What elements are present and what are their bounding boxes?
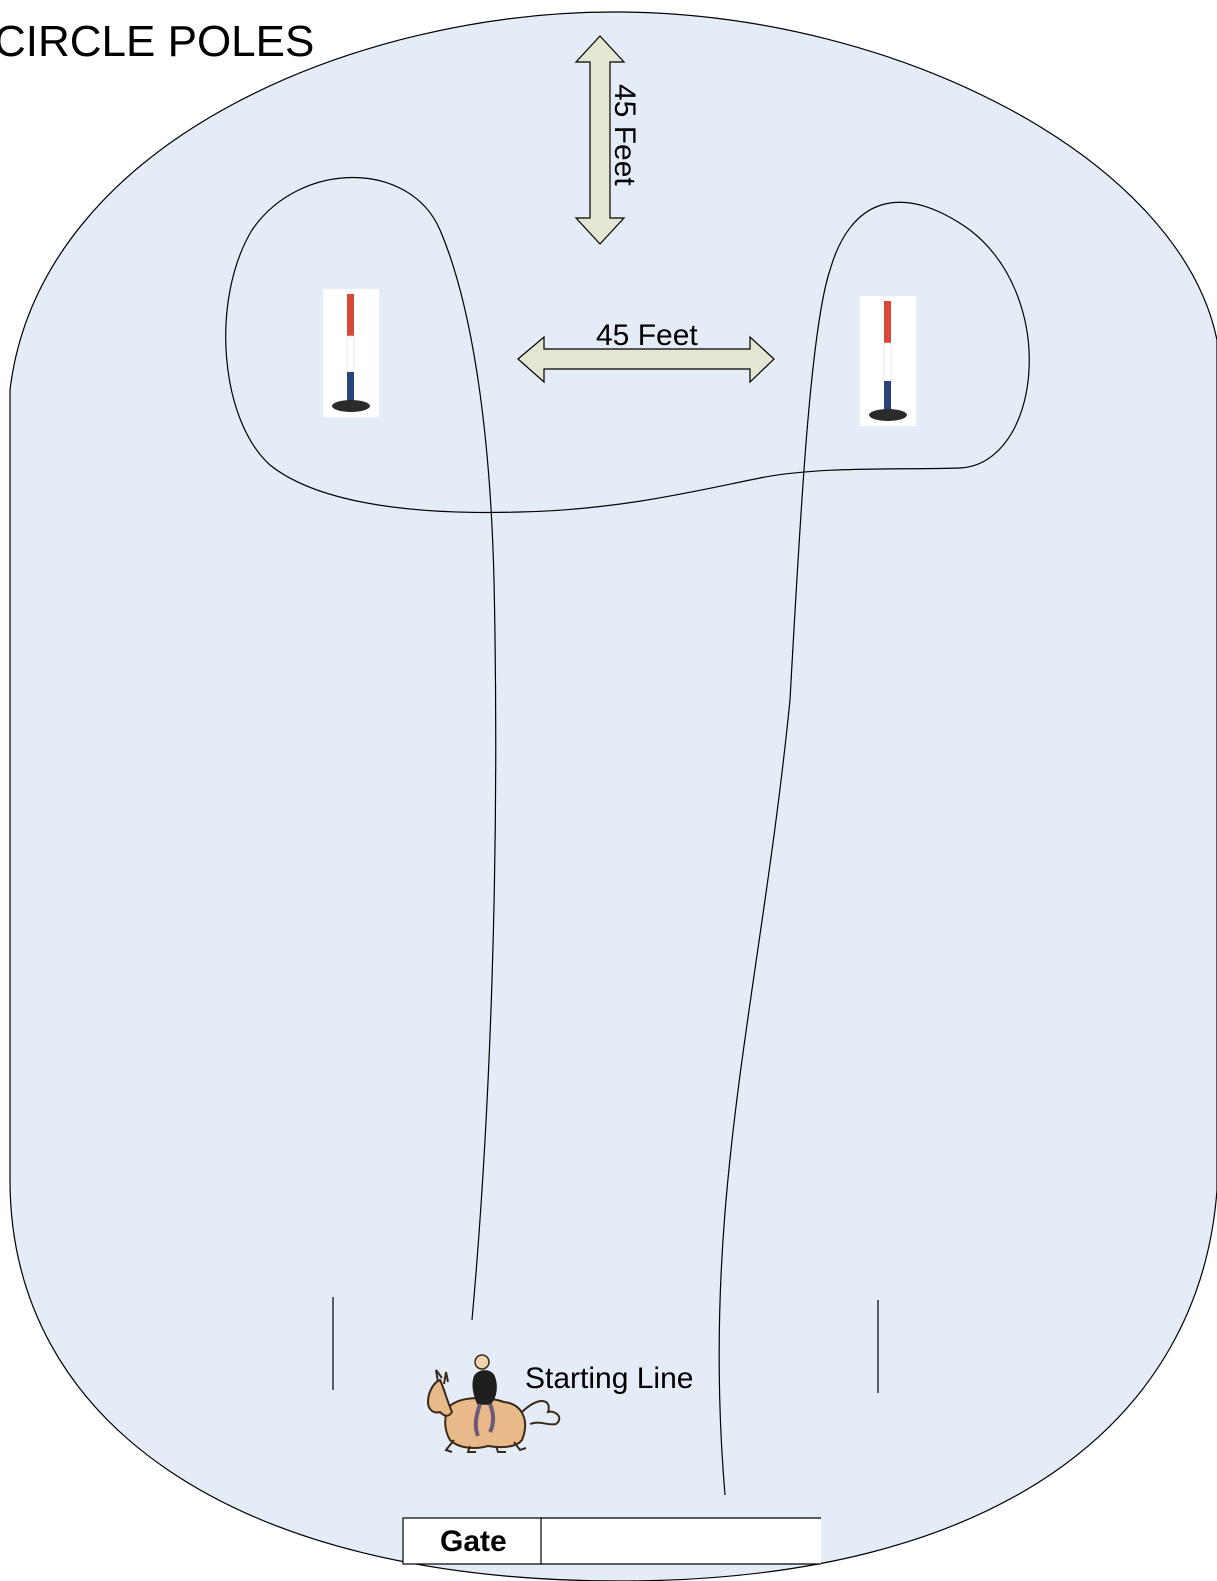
left-pole-red-band [347, 294, 354, 336]
right-pole-red-band [884, 301, 891, 343]
right-pole-white-band [883, 342, 892, 382]
right-pole-blue-band [884, 381, 891, 411]
rider-legs [473, 1403, 495, 1437]
vertical-arrow-shape [574, 35, 626, 245]
horizontal-arrow-shape [517, 335, 775, 384]
arena-outline [9, 11, 1217, 1581]
horse-body [444, 1397, 527, 1449]
horizontal-distance-arrow: 45 Feet [517, 319, 775, 384]
vertical-distance-arrow: 45 Feet [574, 35, 641, 245]
left-pole-blue-band [347, 372, 354, 402]
riding-path [225, 177, 1030, 1496]
gate-label: Gate [440, 1525, 507, 1558]
horse-tail [521, 1400, 561, 1426]
left-pole-white-band [346, 335, 355, 373]
horizontal-distance-label: 45 Feet [596, 319, 698, 352]
vertical-distance-label: 45 Feet [608, 84, 641, 186]
rider-body [472, 1370, 497, 1405]
left-pole-base [332, 400, 370, 412]
gate-label-box [402, 1517, 542, 1565]
horse-legs [444, 1439, 527, 1453]
horse-head [426, 1378, 454, 1417]
right-pole [860, 296, 916, 426]
horse-ears [435, 1369, 449, 1385]
rider-head [474, 1354, 490, 1370]
left-pole [323, 289, 379, 417]
starting-line-label: Starting Line [525, 1362, 693, 1395]
page-title: CIRCLE POLES [0, 17, 314, 66]
gate: Gate [402, 1517, 821, 1565]
right-pole-base [869, 409, 907, 421]
horse-and-rider-icon [426, 1354, 561, 1453]
